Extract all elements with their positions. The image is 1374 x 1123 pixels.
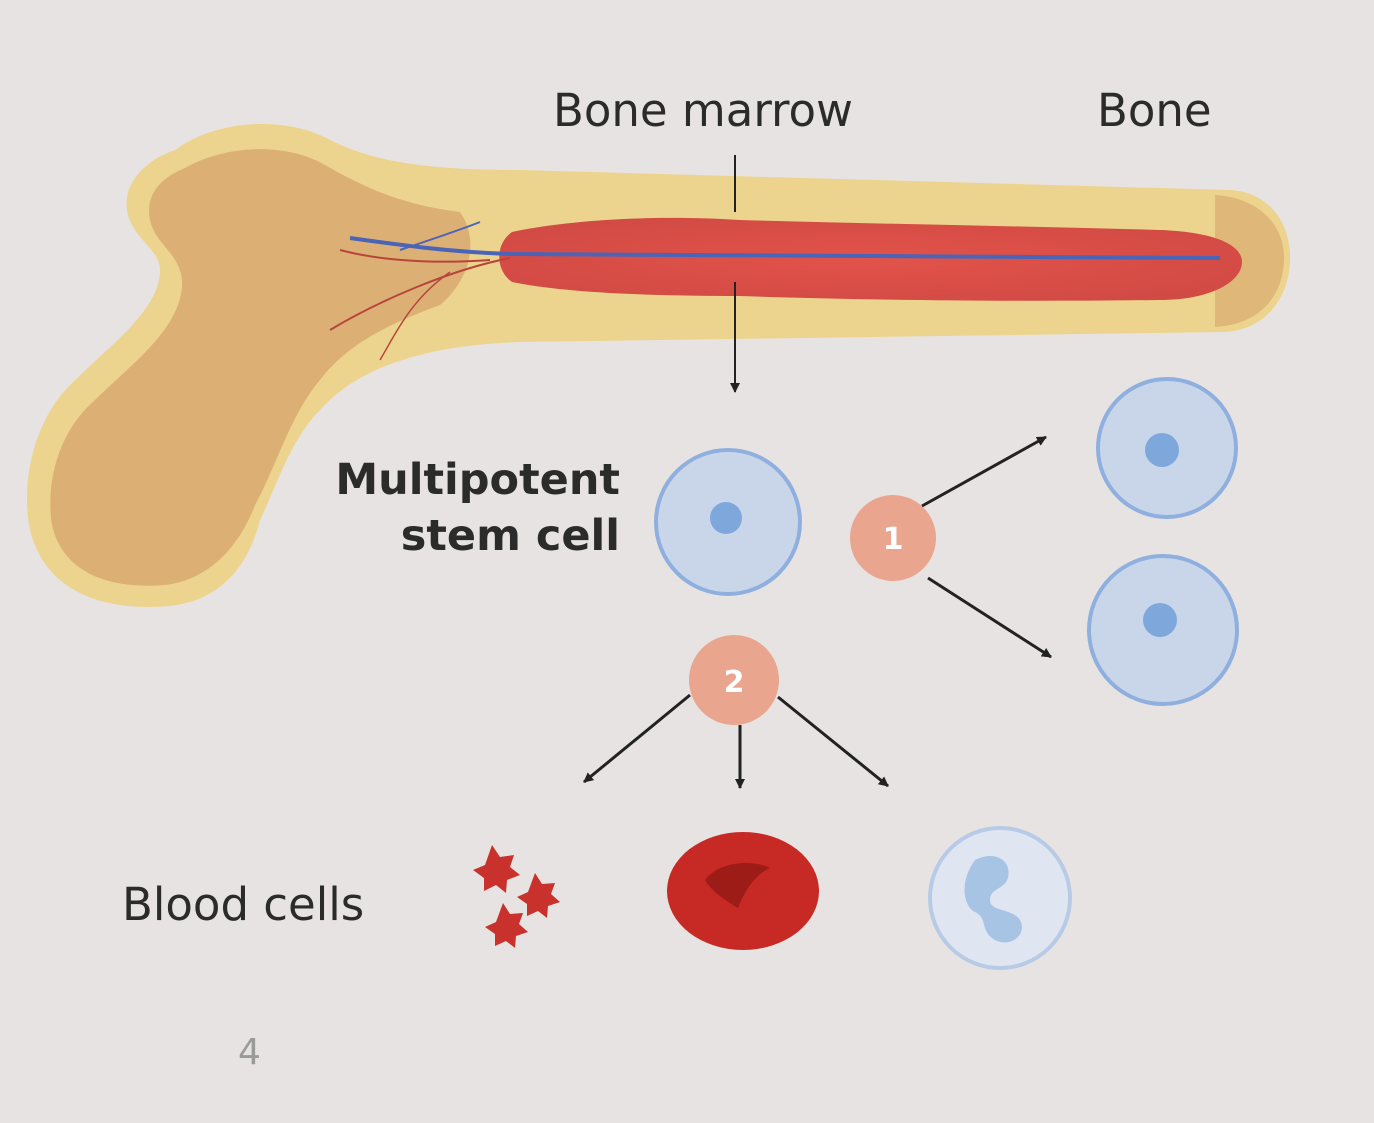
vessel-branch-red-1 (329, 257, 511, 331)
stem-cell-label-line1: Multipotent (335, 455, 620, 505)
bone-marrow-label: Bone marrow (553, 84, 853, 137)
step-1-badge: 1 (850, 495, 936, 581)
step-2-number: 2 (724, 665, 745, 700)
stem-cell-icon (654, 448, 802, 596)
white-blood-cell-icon (928, 826, 1072, 970)
daughter-stem-cell-lower (1087, 554, 1239, 706)
stem-cell-label: Multipotent stem cell (300, 452, 620, 564)
red-blood-cell-icon (667, 832, 819, 950)
bone-icon (26, 123, 1291, 607)
vessel-branch-red-3 (379, 271, 451, 361)
nucleus (710, 502, 742, 534)
step-1-number: 1 (883, 522, 904, 557)
platelet-icon (473, 845, 560, 948)
page-number: 4 (238, 1032, 261, 1073)
spongy-bone (50, 149, 471, 586)
blood-vessel (349, 236, 1221, 260)
bone-marrow-area (499, 217, 1242, 301)
step-2-badge: 2 (689, 635, 779, 725)
arrow-step2-right (777, 695, 889, 788)
vessel-branch-blue (399, 221, 481, 251)
vessel-branch-red-2 (339, 249, 491, 263)
stem-cell-label-line2: stem cell (400, 511, 620, 561)
bone-end-shading (1215, 195, 1285, 327)
red-cell-dimple (705, 863, 770, 908)
blood-cells-label: Blood cells (122, 878, 365, 931)
arrow-step1-lower (927, 576, 1052, 659)
arrow-step1-upper (921, 435, 1047, 508)
lobed-nucleus (964, 856, 1022, 943)
daughter-stem-cell-upper (1096, 377, 1238, 519)
arrow-step2-left (583, 693, 691, 784)
bone-label: Bone (1097, 84, 1212, 137)
